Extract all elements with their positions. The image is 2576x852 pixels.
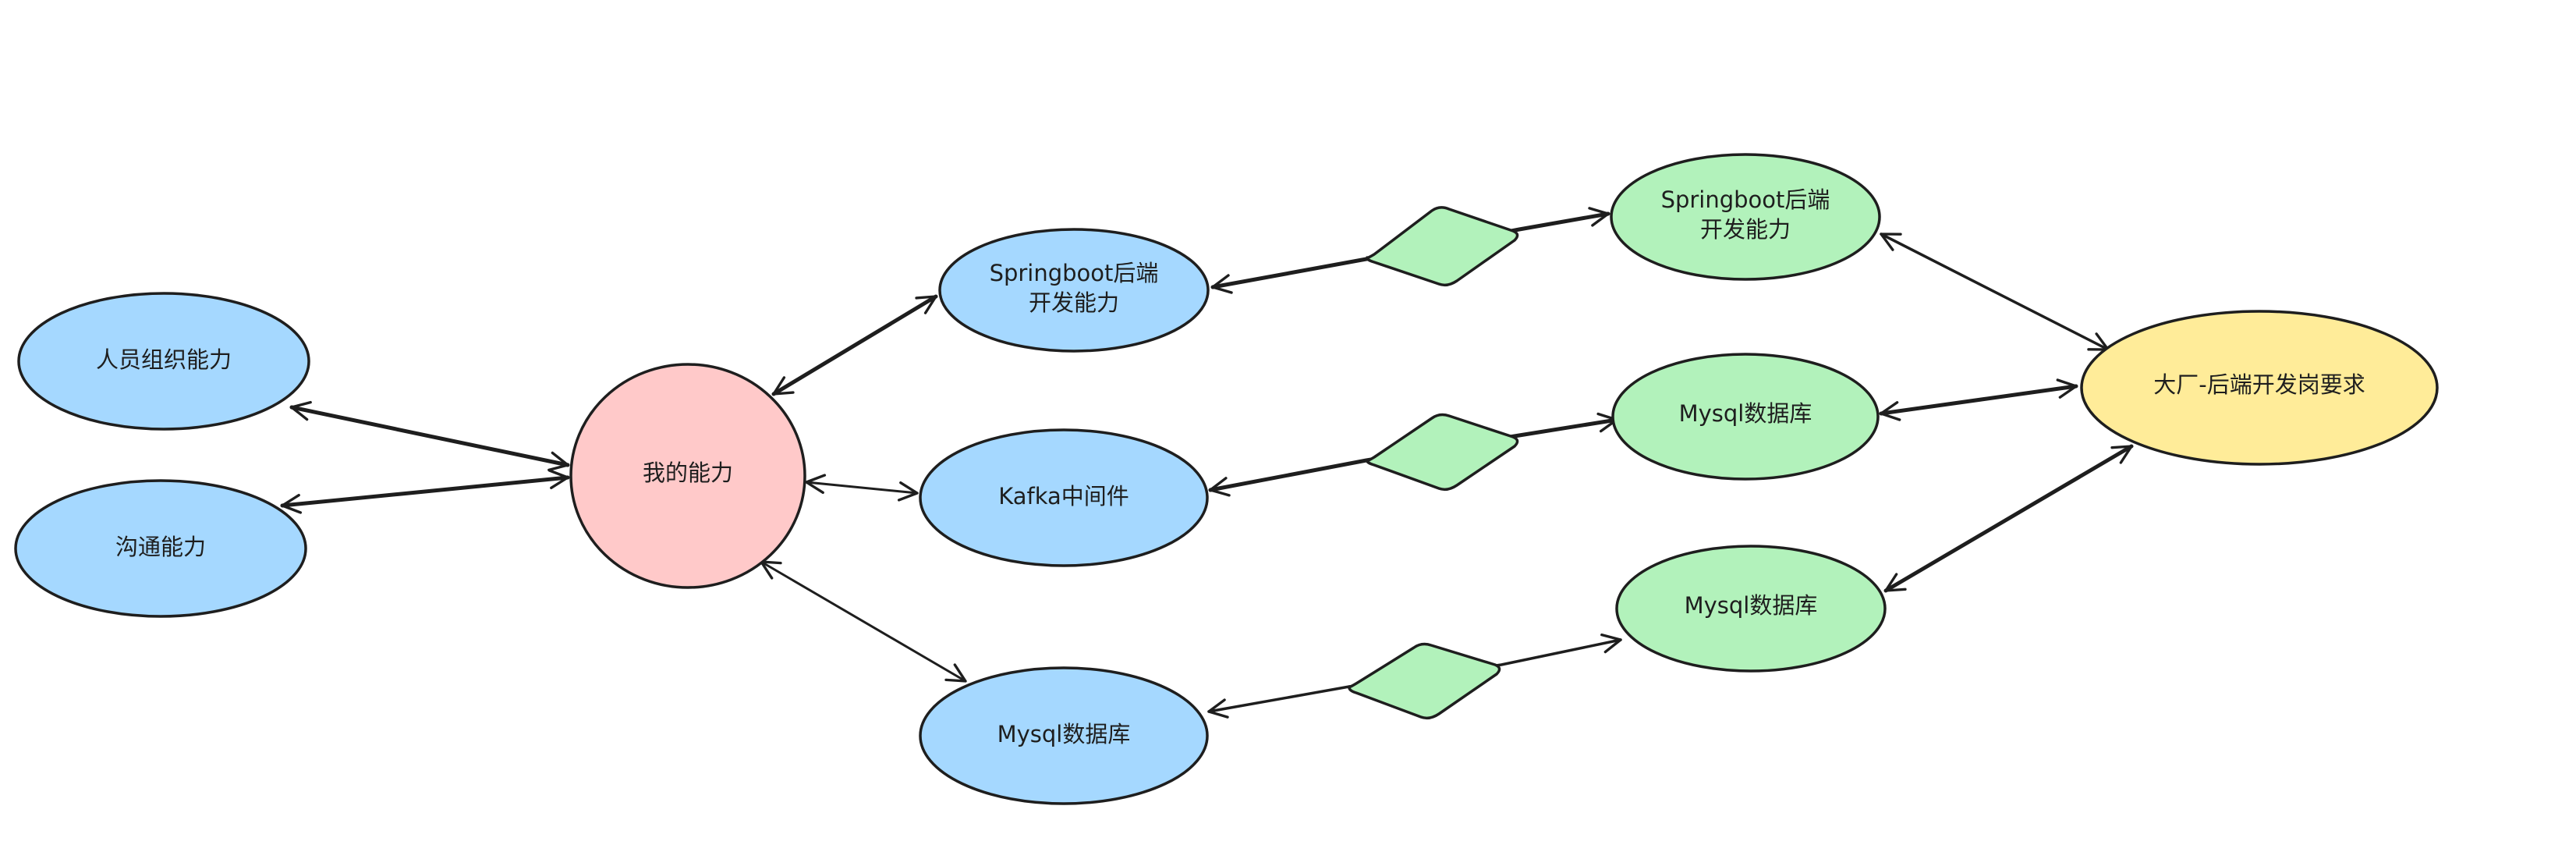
node-mysql-right-top[interactable]: Mysql数据库	[1611, 353, 1880, 481]
node-label: 人员组织能力	[96, 346, 232, 373]
node-label: Mysql数据库	[1685, 592, 1818, 619]
node-mysql-right-bottom[interactable]: Mysql数据库	[1615, 545, 1887, 673]
decision-diamond	[1348, 642, 1501, 720]
node-kafka[interactable]: Kafka中间件	[919, 428, 1209, 567]
node-label-line1: Springboot后端	[990, 260, 1159, 286]
node-label-line2: 开发能力	[1029, 289, 1119, 316]
edge-people-org-to-my-ability	[289, 400, 570, 472]
node-label-line1: Springboot后端	[1661, 186, 1830, 213]
node-springboot-left[interactable]: Springboot后端 开发能力	[938, 228, 1210, 353]
edge-my-ability-to-mysql	[760, 560, 967, 683]
node-label: Mysql数据库	[997, 721, 1131, 747]
decision-diamond	[1366, 413, 1519, 492]
node-people-org[interactable]: 人员组织能力	[17, 292, 310, 431]
node-label: 大厂-后端开发岗要求	[2153, 371, 2365, 398]
decision-diamonds	[1348, 206, 1519, 720]
node-mysql-left[interactable]: Mysql数据库	[919, 666, 1209, 805]
edge-my-ability-to-springboot	[771, 294, 938, 396]
edge-mysql-bottom-to-requirement	[1883, 444, 2134, 593]
node-label: Kafka中间件	[998, 483, 1129, 509]
node-label-line2: 开发能力	[1700, 216, 1791, 243]
edge-springboot-right-to-requirement	[1880, 233, 2110, 351]
edge-mysql-top-to-requirement	[1879, 378, 2078, 421]
decision-diamond	[1366, 206, 1519, 287]
node-communication[interactable]: 沟通能力	[14, 479, 307, 618]
edge-communication-to-my-ability	[280, 469, 570, 514]
node-label: 我的能力	[643, 460, 733, 486]
node-label: 沟通能力	[115, 534, 206, 560]
edge-my-ability-to-kafka	[805, 474, 919, 502]
node-bigtech-requirement[interactable]: 大厂-后端开发岗要求	[2080, 310, 2439, 466]
node-springboot-right[interactable]: Springboot后端 开发能力	[1610, 153, 1881, 281]
node-my-ability[interactable]: 我的能力	[569, 363, 806, 589]
node-label: Mysql数据库	[1679, 400, 1812, 427]
